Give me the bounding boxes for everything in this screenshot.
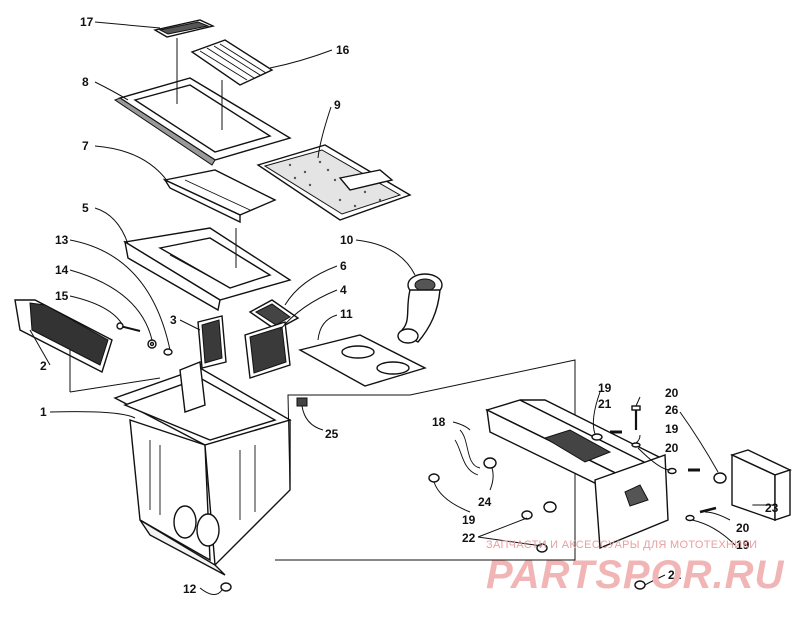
label-12: 12	[183, 582, 197, 596]
part-20-bolt-c	[699, 506, 717, 514]
label-14: 14	[55, 263, 69, 277]
part-13-grommet	[163, 348, 173, 356]
part-15-screw	[116, 322, 141, 332]
part-4-filter	[244, 321, 291, 379]
part-12-plug	[220, 582, 232, 592]
label-19-b: 19	[665, 422, 679, 436]
part-24-grommet	[483, 457, 497, 469]
divider-bracket-2	[275, 359, 576, 561]
label-13: 13	[55, 233, 69, 247]
watermark: ЗАПЧАСТИ И АКСЕССУАРЫ ДЛЯ МОТОТЕХНИКИ PA…	[486, 539, 785, 597]
label-26: 26	[665, 403, 679, 417]
label-20-b: 20	[665, 441, 679, 455]
part-16-grille	[190, 39, 274, 86]
part-1-airbox	[113, 361, 292, 576]
part-14-washer	[147, 339, 157, 349]
part-23-foam	[730, 449, 792, 521]
part-11-plate	[298, 334, 427, 387]
label-22-a: 22	[462, 531, 476, 545]
divider-bracket-1	[287, 394, 410, 489]
part-10-elbow	[397, 273, 443, 344]
label-15: 15	[55, 289, 69, 303]
part-5-lid	[123, 227, 292, 312]
label-10: 10	[340, 233, 354, 247]
part-17-plate	[153, 19, 216, 38]
label-19-c: 19	[462, 513, 476, 527]
label-21: 21	[598, 397, 612, 411]
label-23: 23	[765, 501, 779, 515]
part-25-screw	[296, 397, 308, 407]
part-26-cap	[713, 472, 727, 484]
leader-lines	[29, 21, 775, 595]
label-5: 5	[82, 201, 89, 215]
part-3-filter	[197, 315, 227, 369]
part-19-nut	[428, 473, 440, 483]
part-19-washer-a	[591, 433, 603, 441]
part-20-bolt-a	[631, 405, 641, 430]
part-18-duct	[454, 399, 669, 550]
callout-labels: 17 16 8 9 7 5 13 10 6 14 4 15 11 3 2 1 2…	[40, 15, 779, 596]
part-19-washer-d	[685, 514, 695, 522]
part-8-frame	[113, 38, 292, 166]
part-7-tray	[162, 169, 277, 224]
part-19-washer-b	[631, 442, 641, 448]
label-20-c: 20	[736, 521, 750, 535]
part-2-side-panel	[14, 299, 161, 393]
label-3: 3	[170, 313, 177, 327]
label-24: 24	[478, 495, 492, 509]
part-19-washer-c	[667, 467, 677, 475]
label-20-a: 20	[665, 386, 679, 400]
label-2: 2	[40, 359, 47, 373]
label-11: 11	[340, 307, 353, 321]
label-9: 9	[334, 98, 341, 112]
label-16: 16	[336, 43, 350, 57]
label-25: 25	[325, 427, 339, 441]
label-19-d: 19	[736, 538, 750, 552]
label-19-a: 19	[598, 381, 612, 395]
label-6: 6	[340, 259, 347, 273]
label-7: 7	[82, 139, 89, 153]
label-8: 8	[82, 75, 89, 89]
part-22-grommet-a	[521, 501, 557, 553]
part-9-foam-pad	[256, 144, 412, 221]
label-1: 1	[40, 405, 47, 419]
watermark-tagline: ЗАПЧАСТИ И АКСЕССУАРЫ ДЛЯ МОТОТЕХНИКИ	[486, 539, 757, 551]
watermark-logo: PARTSPOR.RU	[486, 553, 785, 597]
label-22-b: 22	[668, 568, 682, 582]
label-17: 17	[80, 15, 94, 29]
label-18: 18	[432, 415, 446, 429]
label-4: 4	[340, 283, 347, 297]
